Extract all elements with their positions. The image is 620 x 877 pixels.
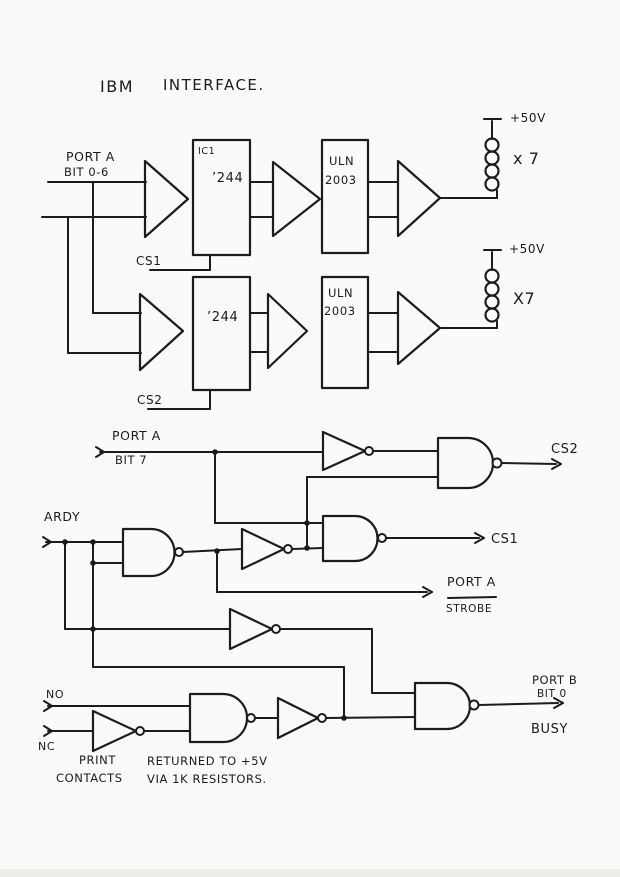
label-via: VIA 1K RESISTORS. (147, 772, 267, 786)
label-port-a-bus: PORT A (66, 149, 115, 164)
bus-buffer-arrow-1 (143, 159, 190, 239)
label-plus50v-2: +50V (509, 242, 545, 256)
label-strobe: STROBE (446, 603, 492, 615)
label-port-b: PORT B (532, 673, 577, 687)
ardy-input (42, 536, 124, 548)
label-bit-7: BIT 7 (115, 453, 147, 467)
bus-buffer-arrow-4 (138, 292, 185, 372)
label-nc: NC (38, 740, 55, 753)
bus-buffer-arrow-2 (271, 160, 322, 238)
label-bit-0: BIT 0 (537, 688, 567, 700)
nc-input (43, 725, 94, 737)
title-ibm: IBM (100, 77, 134, 96)
label-244-chip-2: ’244 (207, 310, 238, 325)
label-busy: BUSY (531, 722, 568, 737)
label-244-chip-1: ’244 (212, 171, 243, 186)
label-bit-0-6: BIT 0-6 (64, 165, 109, 179)
chip-244-box-2 (191, 275, 252, 392)
label-x7-2: X7 (513, 289, 535, 308)
inverter-bit7 (321, 430, 439, 472)
port-a-bit7-input (95, 446, 324, 458)
label-uln-1: ULN (329, 154, 354, 168)
label-print: PRINT (79, 753, 116, 767)
row1-mid-wires (249, 181, 399, 218)
title-interface: INTERFACE. (163, 76, 265, 94)
uln2003-box-2 (320, 275, 370, 390)
label-ic1: IC1 (198, 146, 215, 157)
junction-dots (62, 449, 347, 721)
cs2-box-connection (147, 389, 211, 410)
row2-mid-wires (249, 312, 399, 353)
uln2003-box-1 (320, 138, 370, 255)
inverter-mid-cs1 (240, 527, 324, 571)
scan-bottom-edge (0, 869, 620, 877)
inverter-contacts (276, 696, 416, 740)
coil-1 (439, 118, 502, 199)
label-cs1-output: CS1 (491, 532, 518, 547)
no-input (43, 700, 191, 712)
nand-cs1 (321, 514, 485, 563)
label-ardy: ARDY (44, 509, 80, 524)
nand-contacts (188, 692, 279, 744)
label-x7-1: x 7 (513, 149, 540, 168)
label-2003-2: 2003 (324, 304, 356, 318)
label-cs1-box: CS1 (136, 254, 161, 268)
cs1-box-connection (149, 254, 211, 271)
label-port-a-strobe: PORT A (447, 574, 496, 589)
label-no: NO (46, 688, 64, 701)
nand-ardy (121, 527, 243, 578)
label-uln-2: ULN (328, 286, 353, 300)
label-contacts: CONTACTS (56, 771, 123, 785)
label-cs2-box: CS2 (137, 393, 162, 407)
bus-buffer-arrow-6 (396, 290, 442, 366)
label-2003-1: 2003 (325, 173, 357, 187)
strobe-wire (216, 550, 433, 598)
nand-cs2 (436, 436, 562, 490)
bus-buffer-arrow-3 (396, 159, 442, 238)
ic1-244-box (191, 138, 252, 257)
label-plus50v-1: +50V (510, 111, 546, 125)
nand-busy (413, 681, 564, 731)
inverter-nc (91, 709, 191, 753)
label-cs2-output: CS2 (551, 442, 578, 457)
inverter-busy-path (228, 607, 416, 694)
bus-port-a-bit0-6-wires (41, 181, 147, 354)
coil-2 (439, 249, 502, 329)
label-port-a-bit7: PORT A (112, 428, 161, 443)
bit7-branch-wires (214, 451, 439, 549)
strobe-overline (447, 596, 497, 599)
label-returned: RETURNED TO +5V (147, 754, 268, 768)
bus-buffer-arrow-5 (266, 292, 309, 370)
